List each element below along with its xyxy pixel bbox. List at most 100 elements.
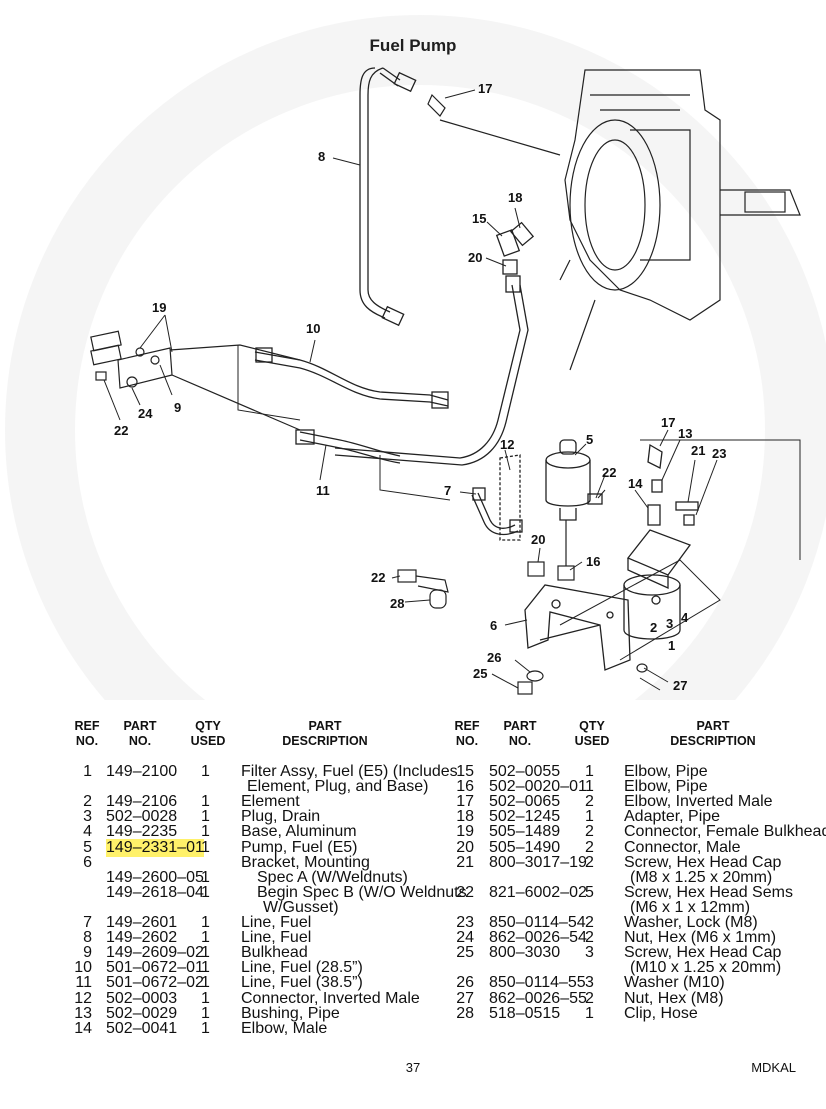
qty-cell: 2	[585, 914, 594, 931]
description-cell: Connector, Male	[624, 838, 741, 856]
ref-cell: 17	[456, 793, 474, 811]
description-cell: Line, Fuel	[241, 929, 312, 947]
description-cell: Clip, Hose	[624, 1004, 698, 1022]
callout-18: 18	[508, 190, 522, 205]
description-cell: Elbow, Inverted Male	[624, 793, 773, 811]
qty-cell: 1	[585, 778, 594, 796]
fuel-filter-assembly	[623, 443, 699, 640]
callout-27: 27	[673, 678, 687, 693]
ref-cell: 4	[83, 823, 92, 841]
callout-16: 16	[586, 554, 600, 569]
part-number-cell: 502–0065	[489, 793, 561, 811]
callout-22-left: 22	[114, 423, 128, 438]
qty-cell: 3	[585, 974, 594, 992]
part-number-cell: 800–3030	[489, 944, 561, 962]
qty-cell: 1	[585, 1004, 594, 1022]
qty-cell: 1	[201, 914, 210, 931]
ref-cell: 15	[456, 763, 474, 780]
ref-cell: 7	[83, 914, 92, 931]
qty-cell: 1	[201, 989, 210, 1007]
watermark-logo	[5, 15, 826, 700]
callout-5: 5	[586, 432, 593, 447]
qty-cell: 1	[585, 808, 594, 826]
callout-13: 13	[678, 426, 692, 441]
ref-cell: 22	[456, 883, 474, 901]
description-cell: Adapter, Pipe	[624, 808, 721, 826]
part-number-cell: 149–2618–04	[106, 883, 204, 901]
ref-cell: 3	[83, 808, 92, 826]
description-cell: (M6 x 1 x 12mm)	[630, 898, 751, 916]
description-cell: Filter Assy, Fuel (E5) (Includes	[241, 763, 458, 780]
part-number-cell: 850–0114–54	[489, 914, 586, 931]
part-number-cell: 149–2601	[106, 914, 178, 931]
callout-24: 24	[138, 406, 153, 421]
callout-2: 2	[650, 620, 657, 635]
qty-cell: 1	[201, 823, 210, 841]
callout-26: 26	[487, 650, 501, 665]
ref-cell: 6	[83, 853, 92, 871]
ref-cell: 21	[456, 853, 474, 871]
bulkhead-assembly	[90, 330, 301, 431]
supply-line	[334, 221, 535, 466]
description-cell: W/Gusset)	[263, 898, 339, 916]
ref-cell: 23	[456, 914, 474, 931]
qty-cell: 1	[201, 974, 210, 992]
qty-cell: 2	[585, 989, 594, 1007]
description-cell: Elbow, Pipe	[624, 778, 708, 796]
part-number-cell: 149–2100	[106, 763, 178, 780]
description-cell: Screw, Hex Head Cap	[624, 853, 782, 871]
description-cell: Elbow, Male	[241, 1019, 328, 1037]
callout-17-right: 17	[661, 415, 675, 430]
elbow-17-top	[427, 93, 561, 156]
ref-cell: 26	[456, 974, 474, 992]
description-cell: Line, Fuel (38.5”)	[241, 974, 363, 992]
ref-cell: 5	[83, 838, 92, 856]
qty-cell: 2	[585, 853, 594, 871]
callout-20-mid: 20	[531, 532, 545, 547]
ref-cell: 18	[456, 808, 474, 826]
description-cell: Line, Fuel	[241, 914, 312, 931]
callout-28: 28	[390, 596, 404, 611]
page-number: 37	[405, 1060, 421, 1075]
ref-cell: 20	[456, 838, 474, 856]
document-code: MDKAL	[751, 1060, 796, 1075]
callout-11: 11	[316, 483, 330, 498]
ref-cell: 13	[74, 1004, 92, 1022]
callout-25: 25	[473, 666, 487, 681]
qty-cell: 1	[201, 929, 210, 947]
part-number-cell: 502–1245	[489, 808, 561, 826]
parts-diagram: 17 8 18 15 20 19 10 9 24 22 12 5 22 17 1…	[5, 15, 826, 700]
part-number-cell: 502–0003	[106, 989, 178, 1007]
part-number-cell: 149–2331–01	[106, 838, 204, 857]
ref-cell: 10	[74, 959, 92, 977]
callout-6: 6	[490, 618, 497, 633]
part-number-cell: 502–0041	[106, 1019, 178, 1037]
qty-cell: 1	[201, 959, 210, 977]
elbow-16	[527, 520, 575, 581]
ref-cell: 24	[456, 929, 474, 947]
part-number-cell: 502–0055	[489, 763, 561, 780]
part-number-cell: 800–3017–19	[489, 853, 587, 871]
qty-cell: 1	[201, 944, 210, 962]
description-cell: Spec A (W/Weldnuts)	[257, 868, 408, 886]
fuel-line-7	[471, 487, 523, 536]
description-cell: Plug, Drain	[241, 808, 321, 826]
qty-cell: 2	[585, 838, 594, 856]
callout-1: 1	[668, 638, 675, 653]
part-number-cell: 149–2600–05	[106, 868, 204, 886]
ref-cell: 16	[456, 778, 474, 796]
callout-8: 8	[318, 149, 325, 164]
part-number-cell: 501–0672–02	[106, 974, 204, 992]
part-number-cell: 502–0029	[106, 1004, 178, 1022]
callout-12: 12	[500, 437, 514, 452]
part-number-cell: 505–1489	[489, 823, 561, 841]
ref-cell: 11	[75, 974, 92, 992]
part-number-cell: 502–0020–01	[489, 778, 587, 796]
callout-17-top: 17	[478, 81, 492, 96]
description-cell: Base, Aluminum	[241, 823, 357, 841]
description-cell: Element	[241, 793, 300, 811]
